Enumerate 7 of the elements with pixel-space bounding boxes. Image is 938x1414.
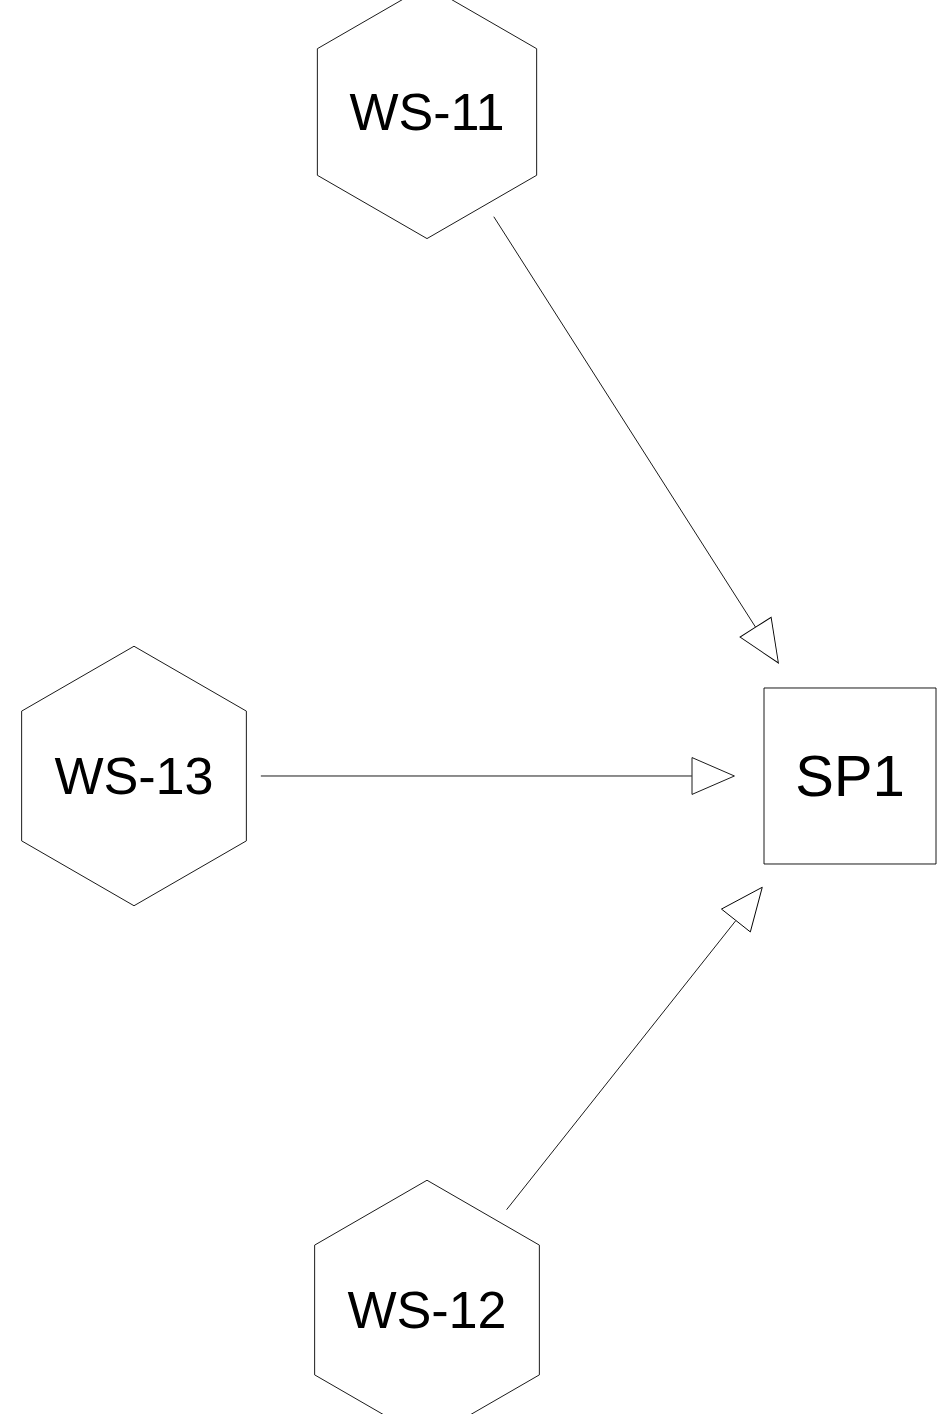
- process-box: SP1: [763, 687, 937, 865]
- hexagon-node: WS-12: [314, 1179, 540, 1414]
- arrow: [260, 757, 735, 795]
- hexagon-node: WS-11: [316, 0, 538, 240]
- arrow: [493, 216, 779, 664]
- hexagon-node: WS-13: [21, 645, 247, 907]
- arrow: [506, 886, 763, 1211]
